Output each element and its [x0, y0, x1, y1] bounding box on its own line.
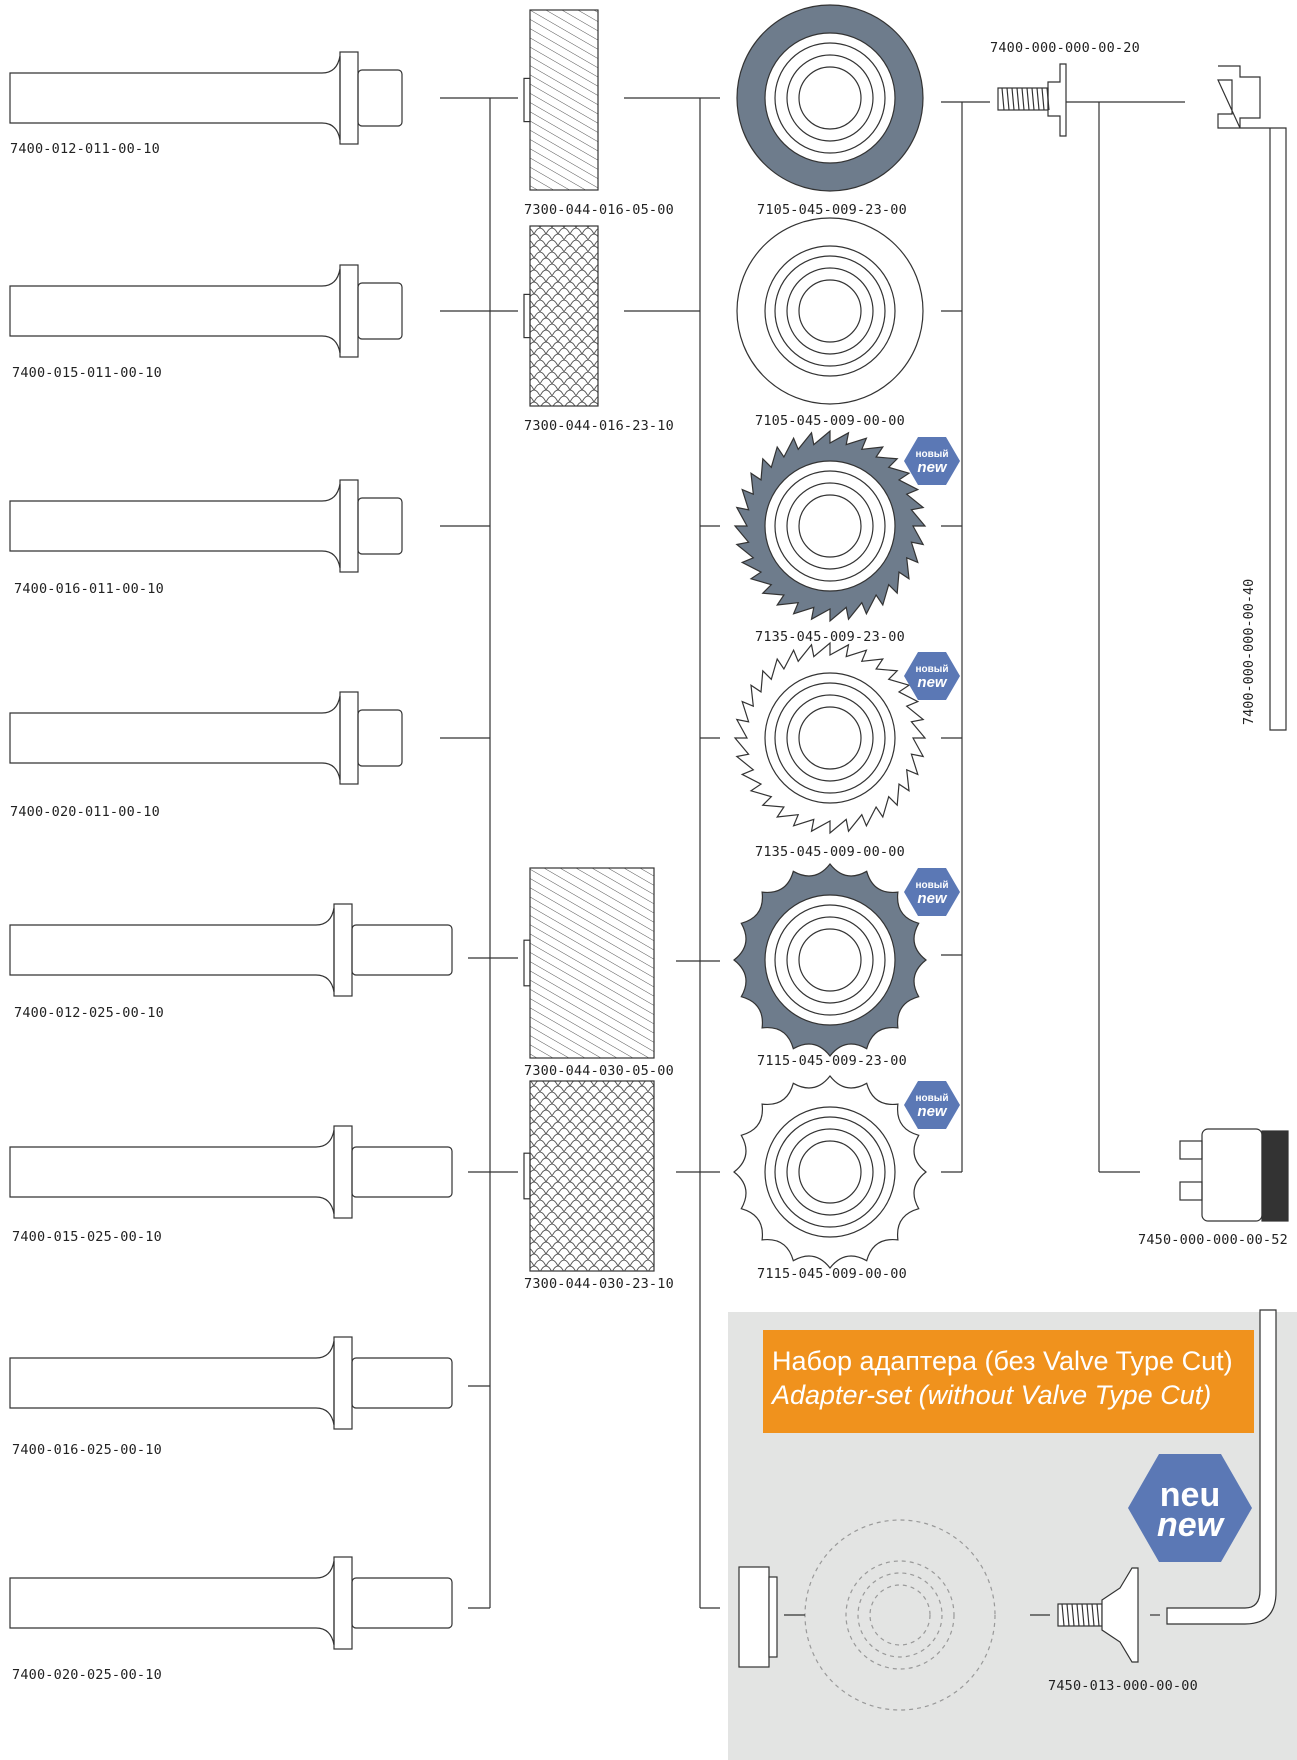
arbor-label: 7400-012-025-00-10 [14, 1005, 164, 1021]
badge-text-en: new [917, 890, 948, 907]
key-label: 7400-000-000-00-40 [1241, 579, 1257, 725]
new-badge: новый new [904, 437, 960, 489]
knurl-label: 7300-044-016-23-10 [524, 418, 674, 434]
hexagon-badge-icon: новый new [904, 868, 960, 916]
badge-text-en: new [1157, 1506, 1226, 1544]
badge-text-en: new [917, 459, 948, 476]
neu-new-badge: neu new [1128, 1454, 1252, 1566]
arbor-shaft [10, 1557, 452, 1649]
new-badge: новый new [904, 868, 960, 920]
knurl-wheel [524, 868, 654, 1058]
arbor-shaft [10, 480, 402, 572]
arbor-label: 7400-020-025-00-10 [12, 1667, 162, 1683]
arbor-shaft [10, 265, 402, 357]
arbor-shaft [10, 1337, 452, 1429]
arbor-shaft [10, 52, 402, 144]
new-badge: новый new [904, 1081, 960, 1133]
wheel-light [737, 218, 923, 404]
scallop-wheel-light [734, 1076, 926, 1268]
badge-text-en: new [917, 674, 948, 691]
holder-label: 7450-000-000-00-52 [1138, 1232, 1288, 1248]
arbor-label: 7400-012-011-00-10 [10, 141, 160, 157]
wheel-label: 7105-045-009-00-00 [755, 413, 905, 429]
wheel-label: 7135-045-009-00-00 [755, 844, 905, 860]
adapter-part-label: 7450-013-000-00-00 [1048, 1678, 1198, 1694]
wheel-label: 7115-045-009-00-00 [757, 1266, 907, 1282]
knurl-wheel [524, 1081, 654, 1271]
knurl-wheel [524, 226, 598, 406]
knurl-wheel [524, 10, 598, 190]
badge-text-en: new [917, 1103, 948, 1120]
arbor-label: 7400-020-011-00-10 [10, 804, 160, 820]
scallop-wheel-dark [734, 864, 926, 1056]
arbor-shaft [10, 904, 452, 996]
hexagon-badge-icon: новый new [904, 652, 960, 700]
arbor-shaft [10, 1126, 452, 1218]
arbor-label: 7400-016-025-00-10 [12, 1442, 162, 1458]
arbor-label: 7400-015-025-00-10 [12, 1229, 162, 1245]
bolt-label: 7400-000-000-00-20 [990, 40, 1140, 56]
wheel-label: 7115-045-009-23-00 [757, 1053, 907, 1069]
arbor-shaft [10, 692, 402, 784]
wheel-dark [737, 5, 923, 191]
saw-wheel-dark [735, 431, 925, 621]
holder-part [1180, 1129, 1288, 1221]
hexagon-badge-icon: новый new [904, 437, 960, 485]
wheel-label: 7135-045-009-23-00 [755, 629, 905, 645]
arbor-label: 7400-015-011-00-10 [12, 365, 162, 381]
hexagon-badge-icon: neu new [1128, 1454, 1252, 1562]
saw-wheel-light [735, 643, 925, 833]
knurl-label: 7300-044-030-23-10 [524, 1276, 674, 1292]
hexagon-badge-icon: новый new [904, 1081, 960, 1129]
new-badge: новый new [904, 652, 960, 704]
arbor-label: 7400-016-011-00-10 [14, 581, 164, 597]
knurl-label: 7300-044-016-05-00 [524, 202, 674, 218]
bolt-part [998, 64, 1066, 136]
knurl-label: 7300-044-030-05-00 [524, 1063, 674, 1079]
wheel-label: 7105-045-009-23-00 [757, 202, 907, 218]
